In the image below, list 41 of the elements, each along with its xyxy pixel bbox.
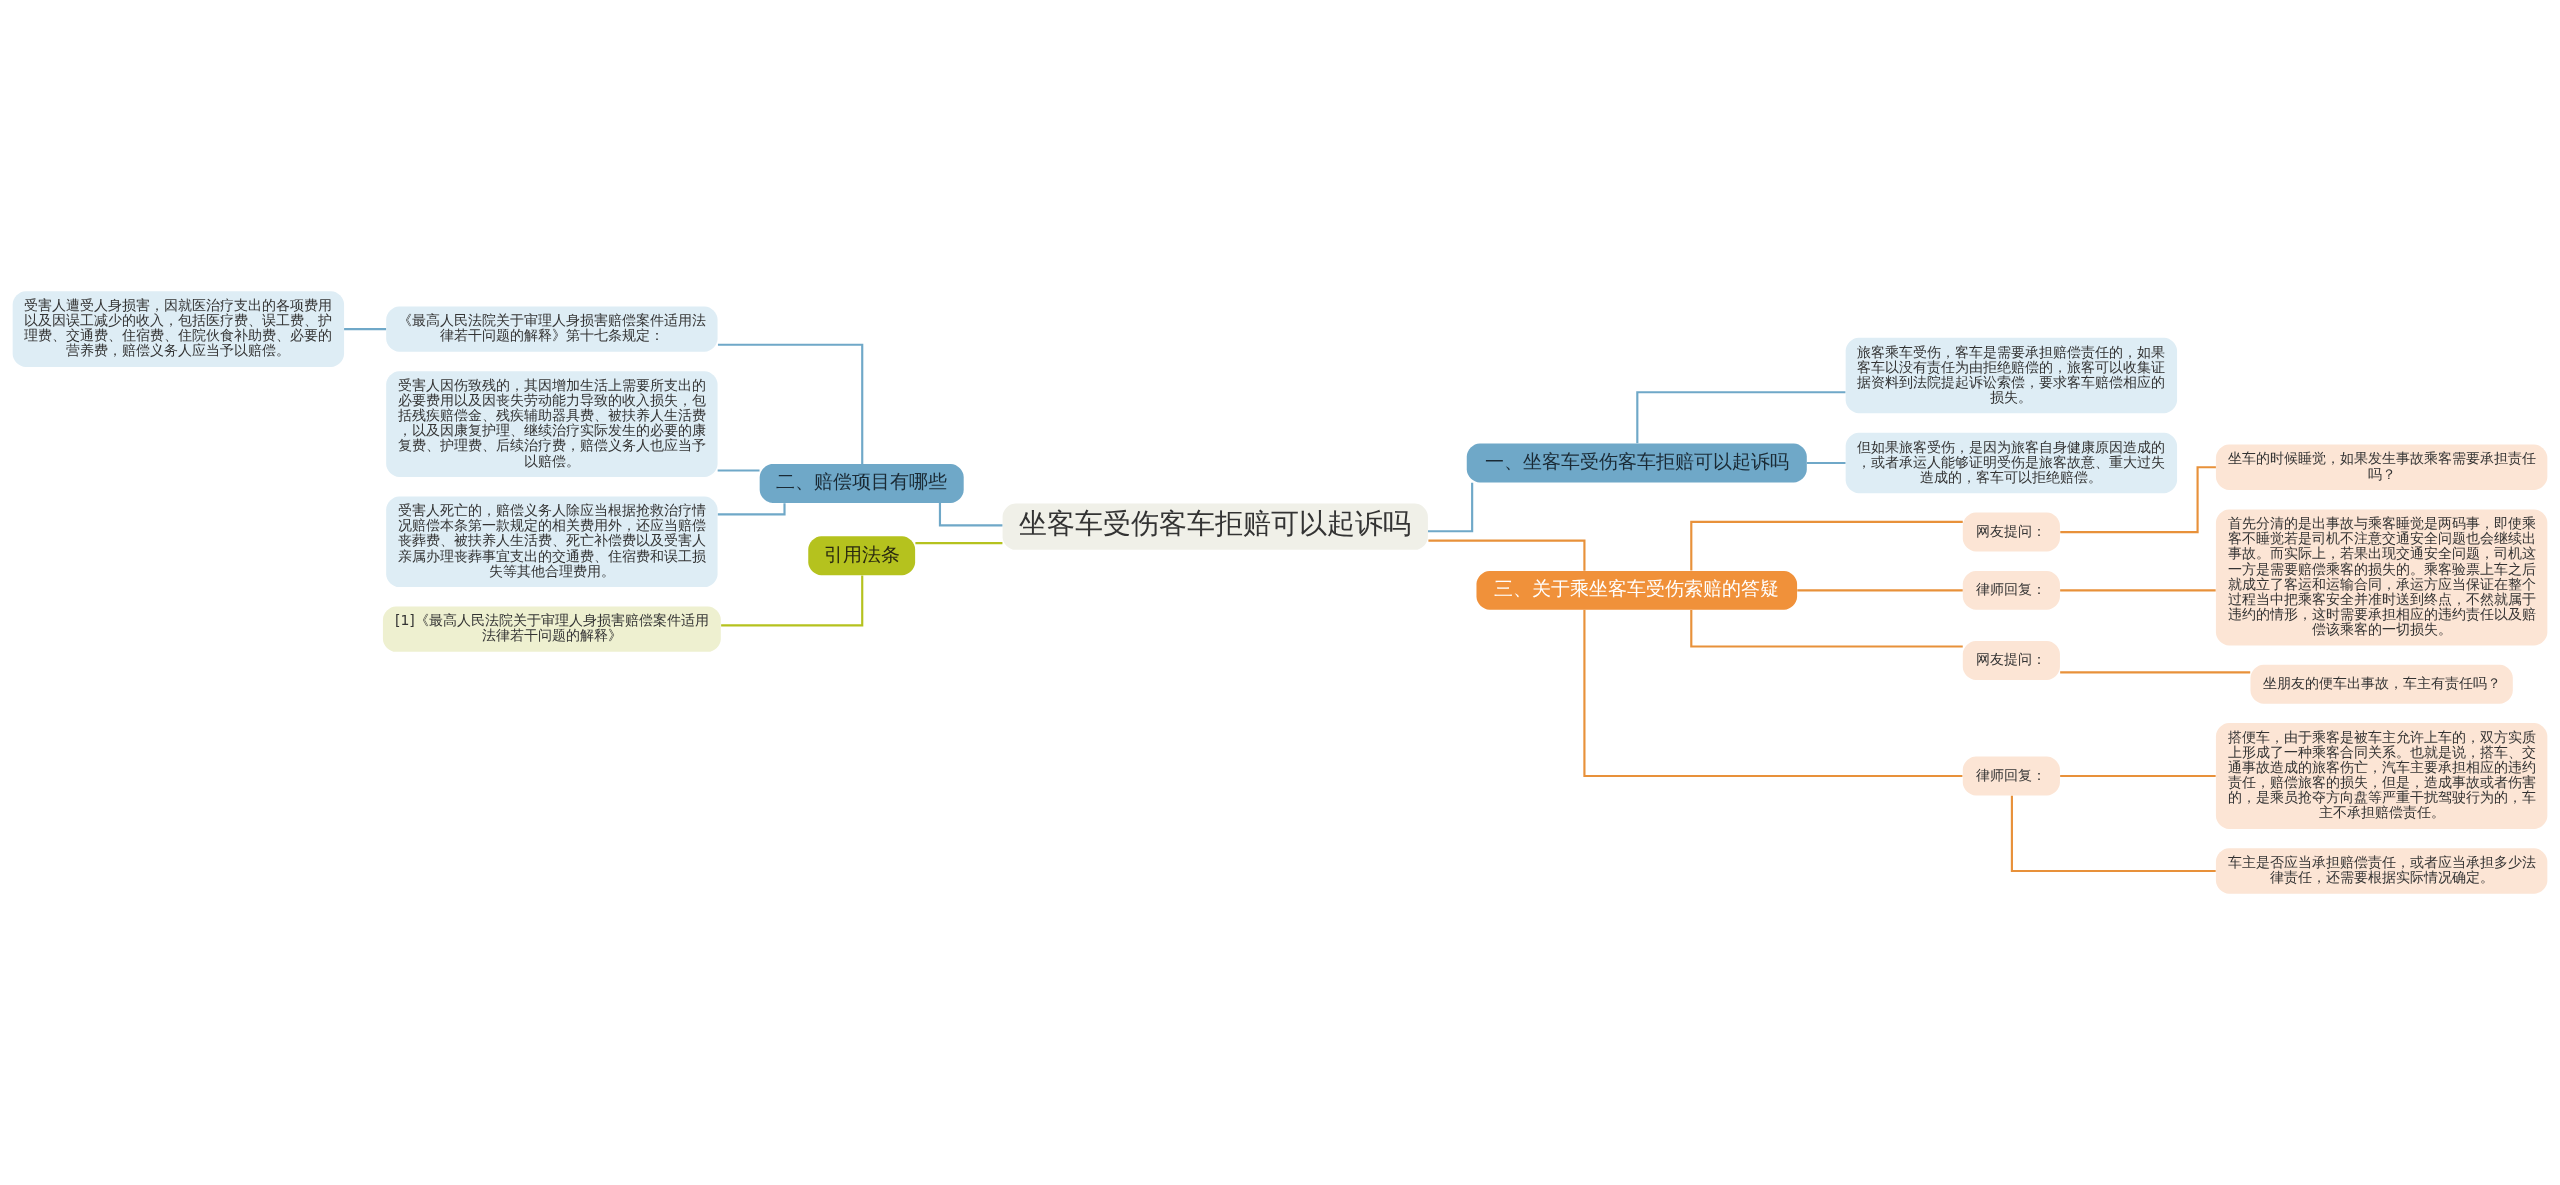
connector <box>717 469 760 472</box>
connector <box>344 328 387 331</box>
connector <box>1690 520 1963 571</box>
node-box: 受害人死亡的，赔偿义务人除应当根据抢救治疗情况赔偿本条第一款规定的相关费用外，还应当赔偿丧葬费、被扶养人生活费、死亡补偿费以及受害人亲属办理丧葬事宜支出的交通费、住宿费和误工损失等其他合理费用。 <box>386 496 718 588</box>
connector <box>1428 539 1586 571</box>
connector <box>1583 609 1963 778</box>
node-box: 一、坐客车受伤客车拒赔可以起诉吗 <box>1466 443 1807 483</box>
connector <box>2060 466 2216 534</box>
node-box: 坐朋友的便车出事故，车主有责任吗？ <box>2250 664 2513 704</box>
node-box: 坐车的时候睡觉，如果发生事故乘客需要承担责任吗？ <box>2215 444 2548 490</box>
node-box: 网友提问： <box>1962 512 2060 552</box>
node-box: 律师回复： <box>1962 756 2060 796</box>
connector <box>2060 589 2216 592</box>
node-box: 受害人遭受人身损害，因就医治疗支出的各项费用以及因误工减少的收入，包括医疗费、误工费、护理费、交通费、住宿费、住院伙食补助费、必要的营养费，赔偿义务人应当予以赔偿。 <box>12 291 345 367</box>
connector <box>721 575 864 627</box>
connector <box>1636 391 1846 444</box>
node-box: 三、关于乘坐客车受伤索赔的答疑 <box>1476 570 1798 610</box>
node-box: 旅客乘车受伤，客车是需要承担赔偿责任的，如果客车以没有责任为由拒绝赔偿的，旅客可以收集证据资料到法院提起诉讼索偿，要求客车赔偿相应的损失。 <box>1845 337 2178 414</box>
node-box: 但如果旅客受伤，是因为旅客自身健康原因造成的，或者承运人能够证明受伤是旅客故意、重大过失造成的，客车可以拒绝赔偿。 <box>1845 432 2178 494</box>
node-box: 受害人因伤致残的，其因增加生活上需要所支出的必要费用以及因丧失劳动能力导致的收入损失，包括残疾赔偿金、残疾辅助器具费、被扶养人生活费，以及因康复护理、继续治疗实际发生的必要的康复费、护理费、后续治疗费，赔偿义务人也应当予以赔偿。 <box>386 371 718 477</box>
node-box: 二、赔偿项目有哪些 <box>759 464 964 503</box>
node-box: 引用法条 <box>808 536 916 576</box>
connector <box>717 503 786 516</box>
node-box: 网友提问： <box>1962 641 2060 680</box>
connector <box>2010 795 2216 873</box>
connector <box>2060 774 2216 778</box>
connector <box>915 542 1003 545</box>
node-box: 搭便车，由于乘客是被车主允许上车的，双方实质上形成了一种乘客合同关系。也就是说，搭车、交通事故造成的旅客伤亡，汽车主要承担相应的违约责任，赔偿旅客的损失，但是，造成事故或者伤害的，是乘员抢夺方向盘等严重干扰驾驶行为的，车主不承担赔偿责任。 <box>2215 723 2548 829</box>
node-box: 律师回复： <box>1962 570 2060 610</box>
connector <box>1690 610 1963 648</box>
connector <box>938 502 1003 527</box>
connector <box>2060 671 2251 674</box>
node-box: 首先分清的是出事故与乘客睡觉是两码事，即使乘客不睡觉若是司机不注意交通安全问题也会继续出事故。而实际上，若果出现交通安全问题，司机这一方是需要赔偿乘客的损失的。乘客验票上车之后就成立了客运和运输合同，承运方应当保证在整个过程当中把乘客安全并准时送到终点，不然就属于违约的情形，这时需要承担相应的违约责任以及赔偿该乘客的一切损失。 <box>2215 509 2548 646</box>
node-box: 《最高人民法院关于审理人身损害赔偿案件适用法律若干问题的解释》第十七条规定： <box>386 306 718 352</box>
connector <box>1806 461 1846 465</box>
node-box: 坐客车受伤客车拒赔可以起诉吗 <box>1002 503 1428 550</box>
connector <box>717 343 864 464</box>
connector <box>1428 482 1474 533</box>
connector <box>1797 589 1963 592</box>
node-box: 车主是否应当承担赔偿责任，或者应当承担多少法律责任，还需要根据实际情况确定。 <box>2215 848 2548 894</box>
node-box: [1]《最高人民法院关于审理人身损害赔偿案件适用法律若干问题的解释》 <box>382 606 721 652</box>
